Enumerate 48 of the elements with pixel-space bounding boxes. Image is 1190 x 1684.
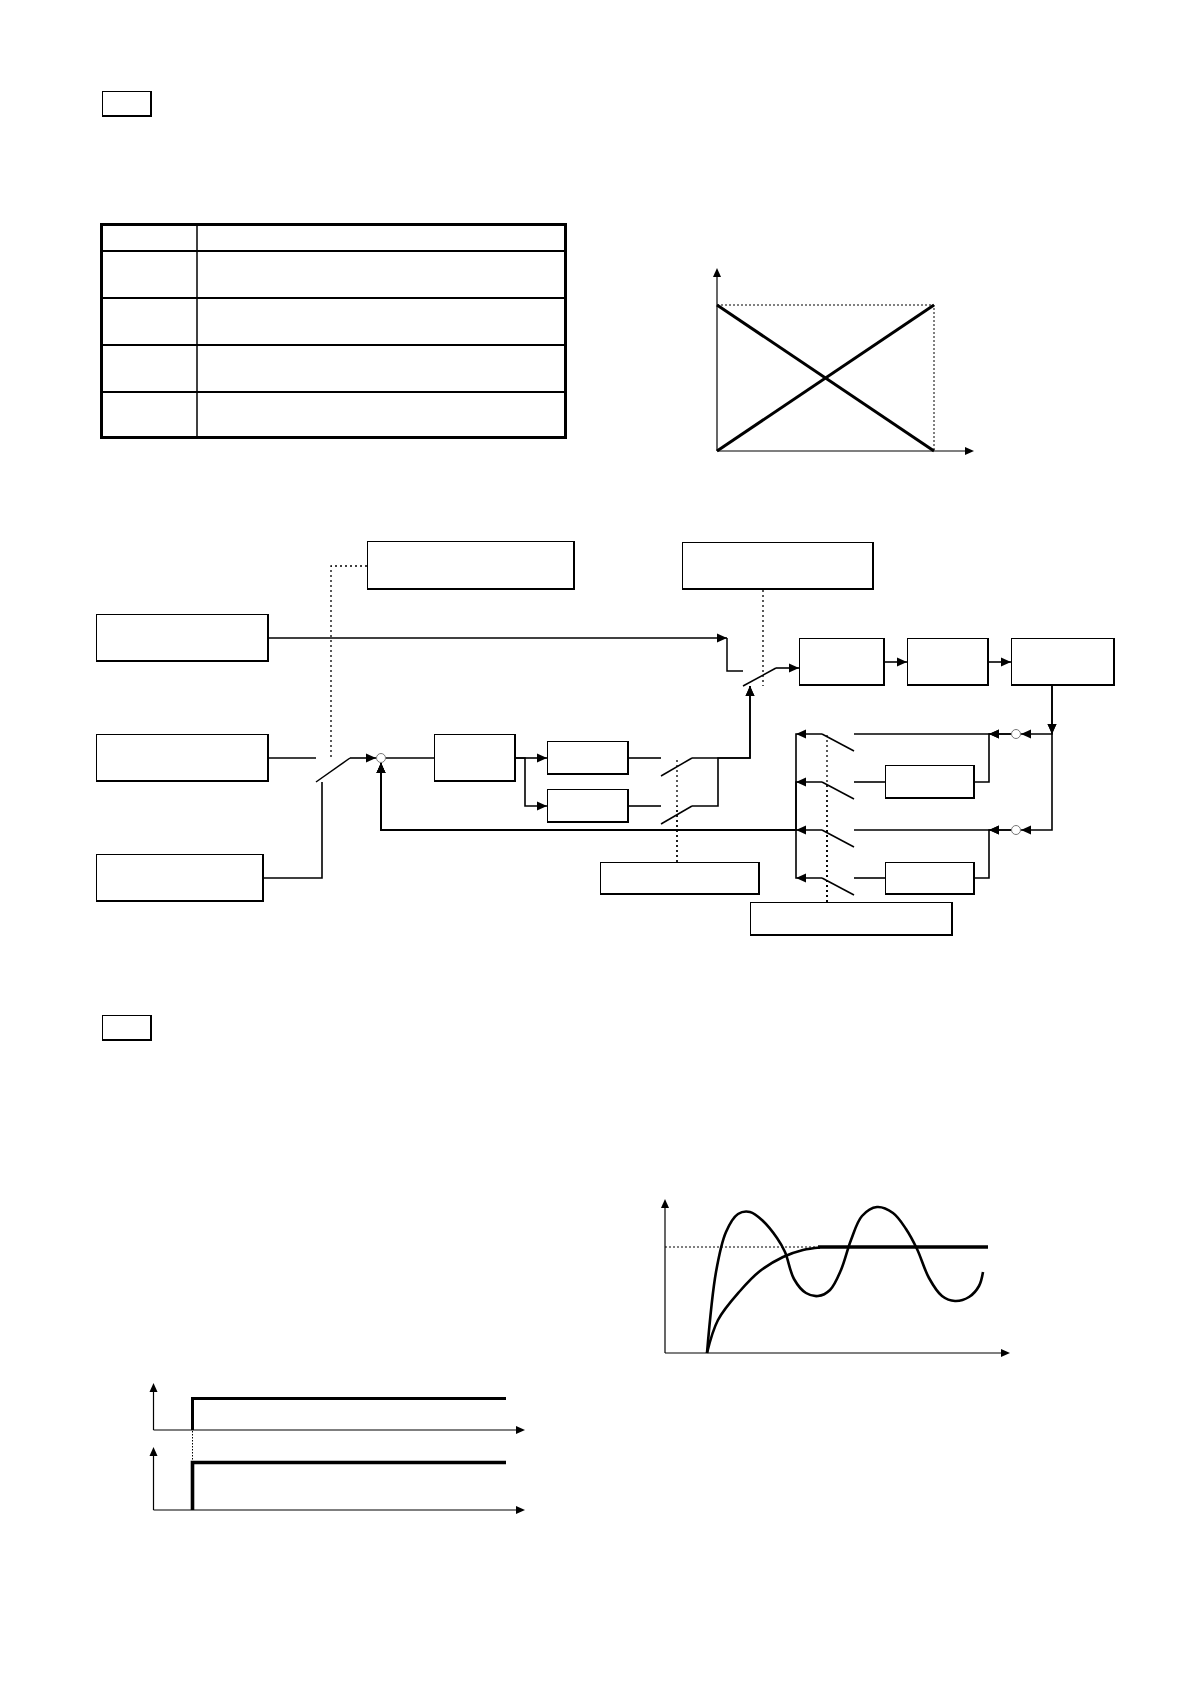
switch-symbol (316, 758, 350, 782)
switch-symbol (822, 782, 854, 799)
junction-circle (1011, 729, 1021, 739)
empty-box (102, 1015, 152, 1041)
arrow (268, 633, 728, 643)
block-box (96, 854, 264, 902)
arrow (775, 663, 800, 673)
arrow (974, 729, 1012, 783)
arrow (974, 825, 1012, 879)
switch-symbol (661, 806, 692, 824)
block-box (907, 638, 989, 686)
junction-circle (376, 753, 386, 763)
connector-line (853, 781, 886, 783)
arrow (349, 753, 377, 763)
block-box (750, 902, 953, 936)
block-box (885, 862, 975, 895)
connector-line (268, 757, 317, 759)
connector-line (385, 757, 435, 759)
switch-symbol (822, 878, 854, 895)
arrow (515, 757, 548, 811)
block-box (367, 541, 575, 590)
empty-box (102, 91, 152, 117)
arrow (691, 685, 755, 807)
block-box (1011, 638, 1115, 686)
connector-line (853, 877, 886, 879)
block-box (600, 862, 760, 895)
block-box (434, 734, 516, 782)
block-box (799, 638, 885, 686)
switch-symbol (822, 830, 854, 847)
block-box (96, 734, 269, 782)
arrow (376, 762, 823, 883)
block-box (547, 741, 629, 775)
arrow (884, 657, 908, 667)
junction-circle (1011, 825, 1021, 835)
dotted-line (676, 757, 678, 863)
connector-line (628, 805, 662, 807)
dotted-line (330, 565, 368, 759)
switch-symbol (661, 758, 692, 776)
block-box (885, 765, 975, 799)
connector-line (628, 757, 662, 759)
block-box (96, 614, 269, 662)
block-box (547, 789, 629, 823)
switch-symbol (822, 734, 854, 751)
arrow (1020, 685, 1057, 835)
arrow (988, 657, 1012, 667)
block-box (682, 542, 874, 590)
connector-line (263, 781, 323, 879)
dotted-line (762, 589, 764, 687)
